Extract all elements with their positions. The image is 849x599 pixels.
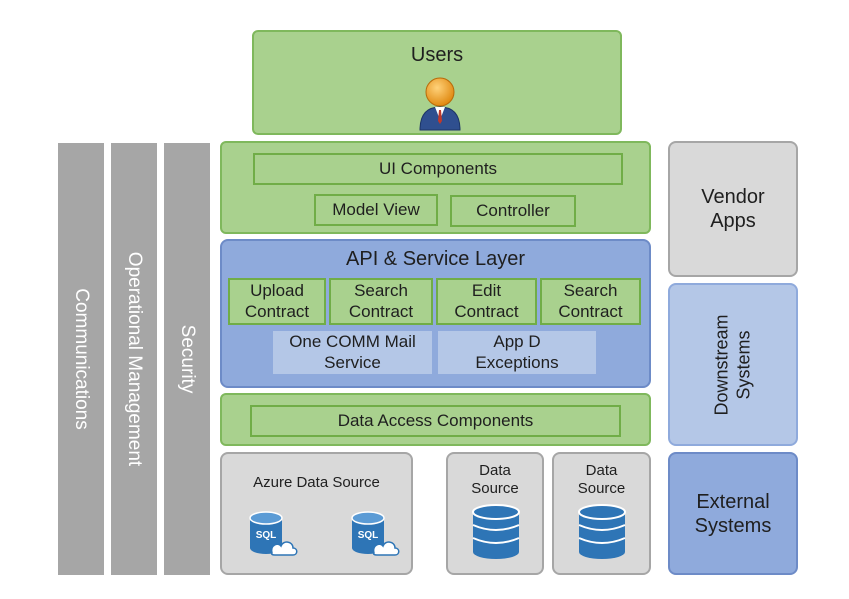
service-line2: Contract <box>558 301 623 321</box>
api-layer-title: API & Service Layer <box>346 248 525 270</box>
exceptions-line1: App D <box>493 332 541 352</box>
operational-management-label: Operational Management <box>124 251 145 467</box>
security-bar: Security <box>164 143 210 575</box>
search-contract-box-2: Search Contract <box>540 278 641 325</box>
service-line2: Contract <box>244 301 310 321</box>
communications-bar: Communications <box>58 143 104 575</box>
svg-text:SQL: SQL <box>358 530 379 541</box>
model-view-box: Model View <box>314 194 438 226</box>
service-line1: Search <box>354 281 408 301</box>
search-contract-box: Search Contract <box>329 278 433 325</box>
azure-data-source-label: Azure Data Source <box>253 474 380 491</box>
service-line1: Edit <box>471 281 502 301</box>
ui-components-box: UI Components <box>253 153 623 185</box>
edit-contract-box: Edit Contract <box>436 278 537 325</box>
external-systems-line1: External <box>696 490 770 513</box>
security-label: Security <box>177 324 198 394</box>
data-source-line1: Data <box>585 462 618 479</box>
downstream-line1: Downstream <box>711 313 732 416</box>
communications-label: Communications <box>71 288 92 430</box>
users-box: Users <box>252 30 622 135</box>
service-line2: Contract <box>348 301 414 321</box>
mail-service-box: One COMM Mail Service <box>271 329 434 376</box>
user-icon <box>419 77 461 131</box>
data-source-label: Data Source <box>448 462 542 498</box>
vendor-apps-line1: Vendor <box>701 186 765 208</box>
downstream-systems-label: Downstream Systems <box>711 314 754 415</box>
vendor-apps-line2: Apps <box>710 210 756 232</box>
service-line1: Search <box>563 281 618 301</box>
service-line2: Contract <box>454 301 519 321</box>
api-service-layer: API & Service Layer Upload Contract Sear… <box>220 239 651 388</box>
data-source-line2: Source <box>471 480 519 497</box>
external-systems-line2: Systems <box>694 514 772 537</box>
exceptions-line2: Exceptions <box>475 352 559 372</box>
downstream-line2: Systems <box>733 330 753 400</box>
data-access-components-box: Data Access Components <box>250 405 621 437</box>
data-source-box-2: Data Source <box>552 452 651 575</box>
users-label: Users <box>410 44 464 66</box>
controller-box: Controller <box>450 195 576 227</box>
upload-contract-box: Upload Contract <box>228 278 326 325</box>
mail-service-line1: One COMM Mail <box>289 332 416 352</box>
vendor-apps-box: Vendor Apps <box>668 141 798 277</box>
sql-database-cloud-icon: SQL <box>249 511 298 556</box>
data-source-label: Data Source <box>554 462 649 498</box>
mail-service-line2: Service <box>324 352 381 372</box>
database-icon <box>472 504 520 559</box>
downstream-systems-box: Downstream Systems <box>668 283 798 446</box>
database-icon <box>578 504 626 559</box>
service-line1: Upload <box>250 281 304 301</box>
external-systems-box: External Systems <box>668 452 798 575</box>
data-source-box-1: Data Source <box>446 452 544 575</box>
sql-database-cloud-icon: SQL <box>351 511 400 556</box>
ui-layer: UI Components Model View Controller <box>220 141 651 234</box>
svg-text:SQL: SQL <box>256 530 277 541</box>
operational-management-bar: Operational Management <box>111 143 157 575</box>
data-source-line1: Data <box>479 462 511 479</box>
data-access-layer: Data Access Components <box>220 393 651 446</box>
exceptions-box: App D Exceptions <box>436 329 598 376</box>
azure-data-source-box: Azure Data Source SQL SQL <box>220 452 413 575</box>
data-source-line2: Source <box>577 480 626 497</box>
